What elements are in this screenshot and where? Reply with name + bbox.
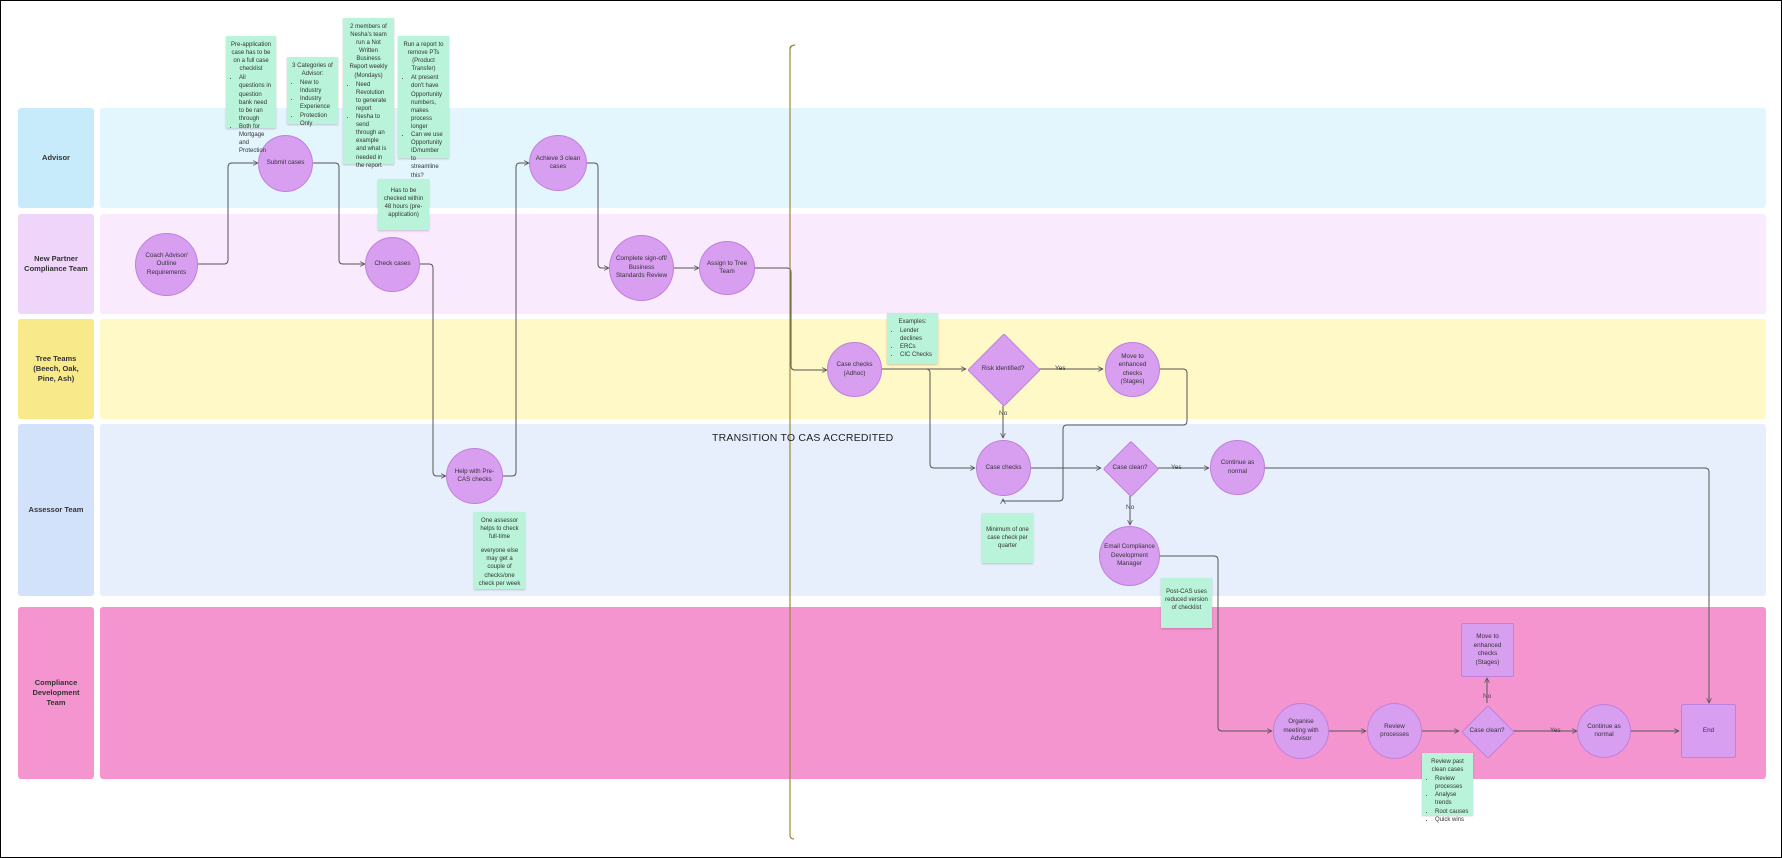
sticky-bullet: Review processes [1435, 775, 1469, 791]
edge-achieve-signoff [587, 162, 609, 268]
node-case-checks-adhoc[interactable]: Case checks (Adhoc) [827, 342, 882, 397]
sticky-bullet: CIC Checks [900, 351, 934, 359]
decision-case-clean-2[interactable]: Case clean? [1460, 704, 1515, 759]
node-achieve-clean-cases[interactable]: Achieve 3 clean cases [529, 135, 587, 191]
transition-label: TRANSITION TO CAS ACCREDITED [712, 432, 894, 444]
node-continue-as-normal-1[interactable]: Continue as normal [1210, 440, 1265, 495]
node-coach-advisor[interactable]: Coach Advisor/ Outline Requirements [135, 233, 198, 296]
edge-check-help [420, 263, 446, 476]
edge-coach-submit [198, 163, 258, 265]
edge-label-risk-no: No [999, 410, 1008, 417]
sticky-nesha-report[interactable]: 2 members of Nesha's team run a Not Writ… [343, 18, 394, 169]
node-case-checks[interactable]: Case checks [976, 440, 1031, 496]
edge-label-clean2-no: No [1483, 693, 1492, 700]
lane-label-advisor: Advisor [18, 108, 94, 208]
sticky-bullet: Protection Only [300, 112, 334, 128]
sticky-bullet: Nesha to send through an example and wha… [356, 113, 390, 170]
edge-label-clean1-yes: Yes [1171, 464, 1182, 471]
node-email-compliance-manager[interactable]: Email Compliance Development Manager [1099, 526, 1160, 586]
node-assign-tree-team[interactable]: Assign to Tree Team [699, 241, 755, 295]
sticky-bullet: Industry Experience [300, 95, 334, 111]
edge-submit-check [313, 162, 365, 264]
node-move-enhanced-checks-2[interactable]: Move to enhanced checks (Stages) [1461, 623, 1514, 677]
edge-enhanced-loop [1003, 368, 1188, 501]
lane-label-tree-teams: Tree Teams (Beech, Oak, Pine, Ash) [18, 319, 94, 419]
edge-label-clean1-no: No [1126, 504, 1135, 511]
sticky-bullet: Lender declines [900, 327, 934, 343]
decision-risk-identified[interactable]: Risk identified? [967, 333, 1041, 407]
sticky-bullet: ERCs [900, 343, 934, 351]
sticky-bullet: Root causes [1435, 808, 1469, 816]
sticky-bullet: Quick wins [1435, 816, 1469, 824]
node-check-cases[interactable]: Check cases [365, 237, 420, 292]
edge-continue1-end [1265, 467, 1709, 703]
edge-label-clean2-yes: Yes [1550, 727, 1561, 734]
edge-email-organise [1160, 555, 1272, 731]
node-continue-as-normal-2[interactable]: Continue as normal [1577, 704, 1631, 758]
sticky-minimum-check[interactable]: Minimum of one case check per quarter [982, 513, 1033, 563]
decision-case-clean-2-label: Case clean? [1469, 726, 1505, 734]
node-help-pre-cas[interactable]: Help with Pre-CAS checks [446, 448, 503, 504]
edge-assign-adhoc [755, 267, 827, 370]
node-move-enhanced-checks[interactable]: Move to enhanced checks (Stages) [1105, 342, 1160, 397]
node-end[interactable]: End [1681, 704, 1736, 758]
sticky-advisor-categories[interactable]: 3 Categories of Advisor: New to Industry… [287, 57, 338, 127]
node-organise-meeting[interactable]: Organise meeting with Advisor [1273, 703, 1329, 759]
decision-case-clean-1-label: Case clean? [1112, 463, 1148, 471]
sticky-48-hours[interactable]: Has to be checked within 48 hours (pre-a… [378, 179, 429, 230]
node-review-processes[interactable]: Review processes [1367, 703, 1422, 759]
lane-label-compliance-development: Compliance Development Team [18, 607, 94, 779]
sticky-bullet: At present don't have Opportunity number… [411, 74, 445, 131]
sticky-bullet: All questions in question bank need to b… [239, 74, 272, 123]
lane-assessor [100, 424, 1766, 596]
sticky-pre-application[interactable]: Pre-application case has to be on a full… [226, 36, 276, 154]
node-submit-cases[interactable]: Submit cases [258, 135, 313, 192]
sticky-one-assessor[interactable]: One assessor helps to check full-time ev… [474, 512, 525, 589]
sticky-review-past[interactable]: Review past clean cases Review processes… [1422, 753, 1473, 823]
sticky-bullet: New to Industry [300, 79, 334, 95]
decision-case-clean-1[interactable]: Case clean? [1102, 440, 1160, 498]
sticky-bullet: Both for Mortgage and Protection [239, 123, 272, 155]
sticky-bullet: Need Revolution to generate report [356, 81, 390, 113]
sticky-remove-pts[interactable]: Run a report to remove PTs (Product Tran… [398, 36, 449, 179]
sticky-bullet: Can we use Opportunity ID/number to stre… [411, 131, 445, 180]
sticky-examples[interactable]: Examples: Lender declines ERCs CIC Check… [887, 313, 938, 364]
lane-label-new-partner-compliance: New Partner Compliance Team [18, 214, 94, 314]
transition-divider-cap-top [789, 44, 796, 50]
edge-adhoc-casechecks [882, 368, 975, 468]
lane-label-assessor: Assessor Team [18, 424, 94, 596]
edge-label-risk-yes: Yes [1055, 365, 1066, 372]
edge-help-achieve [503, 163, 529, 477]
sticky-post-cas[interactable]: Post-CAS uses reduced version of checkli… [1161, 578, 1212, 628]
node-complete-signoff[interactable]: Complete sign-off/ Business Standards Re… [609, 235, 674, 301]
decision-risk-label: Risk identified? [981, 364, 1025, 372]
sticky-bullet: Analyse trends [1435, 791, 1469, 807]
